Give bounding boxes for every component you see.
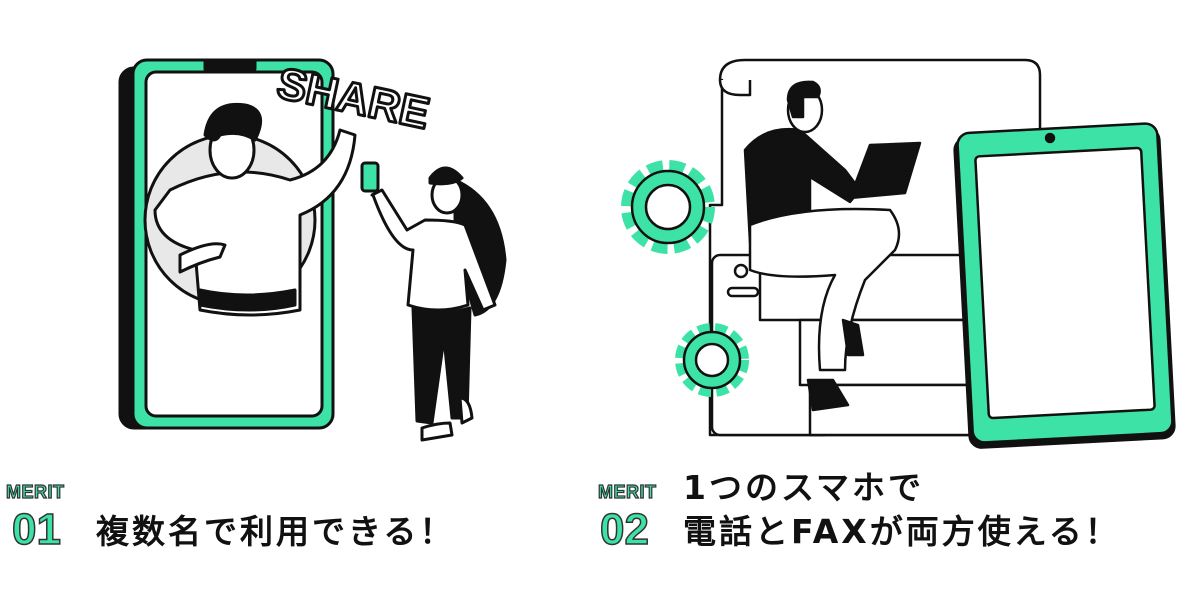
- phone-notch: [203, 60, 257, 74]
- woman-phone: [360, 161, 380, 193]
- woman-shoe-2: [458, 396, 474, 425]
- laptop-icon: [848, 141, 922, 200]
- gear-icon-small: [675, 323, 749, 397]
- woman-bangs: [428, 166, 464, 186]
- merit-label-01: MERIT: [5, 481, 65, 502]
- fax-slot: [726, 286, 760, 298]
- woman-hair: [453, 178, 507, 317]
- tablet-camera: [1044, 132, 1056, 144]
- man-hair: [786, 80, 821, 119]
- man-shirt: [743, 128, 862, 244]
- tablet-screen: [974, 146, 1156, 420]
- woman-top: [370, 188, 497, 312]
- fax-button: [733, 263, 749, 279]
- merit-label-02: MERIT: [597, 481, 657, 502]
- man-shoe-1: [841, 318, 865, 357]
- gear-icon-large: [621, 160, 715, 254]
- merit-number-01: 01: [11, 505, 61, 554]
- scroll-curl: [718, 79, 752, 97]
- merit-number-02: 02: [599, 505, 649, 554]
- left-illustration: SHARE: [118, 57, 507, 442]
- merit-title-02-line-1: 1つのスマホで: [683, 468, 924, 507]
- woman-pants: [411, 306, 472, 425]
- woman-shoe: [420, 421, 454, 442]
- merit-title-02-line-2: 電話とFAXが両方使える！: [683, 512, 1121, 551]
- right-illustration: [621, 58, 1176, 449]
- man-shoe-2: [806, 378, 850, 412]
- man-hair: [203, 102, 263, 142]
- man-hand: [178, 242, 227, 274]
- merit-title-01: 複数名で利用できる！: [96, 512, 456, 551]
- man-belt: [198, 288, 297, 312]
